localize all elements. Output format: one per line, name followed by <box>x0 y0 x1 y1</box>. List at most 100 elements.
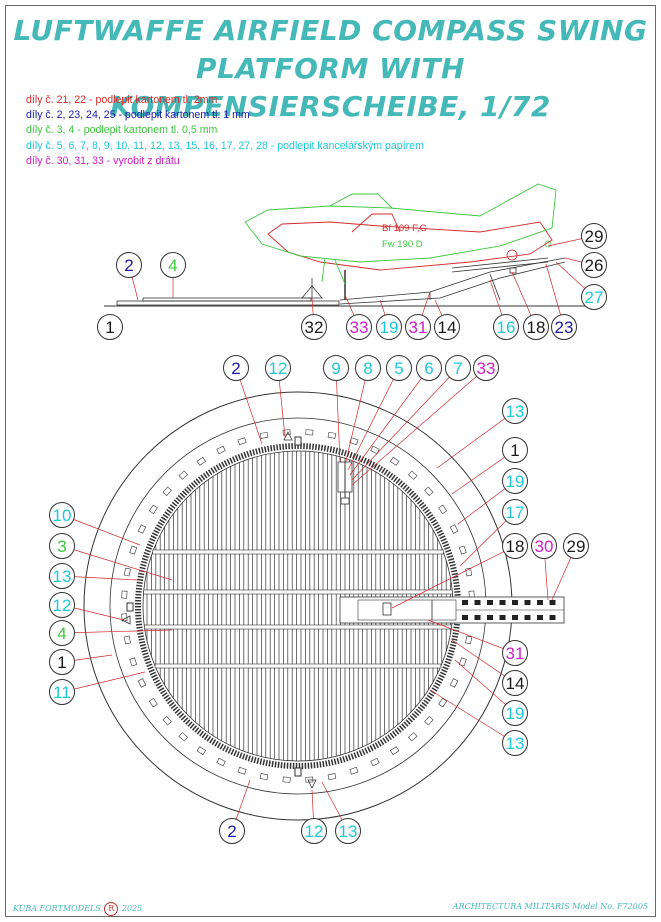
rim-block <box>237 437 247 446</box>
rim-block <box>137 524 147 534</box>
footer-right: ARCHITECTURA MILITARIS Model No. F72005 <box>452 902 648 911</box>
assembly-notes: díly č. 21, 22 - podlepit kartonem tl. 2… <box>26 93 424 169</box>
callout-number: 13 <box>506 402 525 421</box>
callout-29: 29 <box>581 223 607 249</box>
rim-block <box>216 757 226 767</box>
rim-block <box>327 431 337 439</box>
callout-number: 9 <box>331 359 340 378</box>
callout-number: 19 <box>506 704 525 723</box>
callout-number: 18 <box>527 318 546 337</box>
rim-block <box>162 486 172 496</box>
callout-26: 26 <box>581 252 607 278</box>
callout-number: 2 <box>227 822 236 841</box>
rim-block <box>129 657 138 667</box>
leader-line <box>351 367 459 481</box>
cross-beam <box>143 589 453 595</box>
stud <box>499 615 506 620</box>
leader-line <box>335 367 341 463</box>
page-border <box>5 5 656 917</box>
callout-number: 32 <box>305 318 324 337</box>
stud <box>549 615 556 620</box>
rim-block <box>259 773 269 781</box>
leader-line <box>235 367 263 445</box>
page-title: LUFTWAFFE AIRFIELD COMPASS SWING PLATFOR… <box>0 12 661 126</box>
stud <box>474 600 481 605</box>
callout-32: 32 <box>301 314 327 340</box>
callout-14: 14 <box>434 314 460 340</box>
cross-beam <box>154 663 442 669</box>
callout-9: 9 <box>323 355 349 381</box>
callout-16: 16 <box>493 314 519 340</box>
callout-27: 27 <box>581 284 607 310</box>
callout-33: 33 <box>473 355 499 381</box>
rim-block <box>438 504 448 515</box>
note-line: díly č. 2, 23, 24, 25 - podlepit kartone… <box>26 109 250 122</box>
callout-31: 31 <box>502 640 528 666</box>
callout-number: 31 <box>506 644 525 663</box>
title-line-2: KOMPENSIERSCHEIBE, 1/72 <box>110 90 551 123</box>
callout-number: 33 <box>477 359 496 378</box>
callout-1: 1 <box>502 437 528 463</box>
rim-block <box>196 456 207 466</box>
callout-4: 4 <box>49 620 75 646</box>
rim-block <box>121 590 128 599</box>
stud <box>487 600 493 605</box>
callout-13: 13 <box>502 730 528 756</box>
callout-number: 29 <box>585 227 604 246</box>
rim-block <box>424 716 434 726</box>
rim-block <box>327 773 337 781</box>
rim-block <box>408 732 418 742</box>
callout-number: 29 <box>567 537 586 556</box>
rim-block <box>424 486 434 496</box>
rim-block <box>305 429 314 436</box>
leader-line <box>61 545 173 581</box>
title-line-1: LUFTWAFFE AIRFIELD COMPASS SWING PLATFOR… <box>13 14 648 85</box>
note-line: díly č. 3, 4 - podlepit kartonem tl. 0,5… <box>26 124 218 137</box>
stud <box>524 600 531 605</box>
footer-left: KUBA FORTMODELS R 2025 <box>13 902 142 916</box>
rim-block <box>148 504 158 515</box>
rim-block <box>408 470 418 480</box>
rim-block <box>458 657 467 667</box>
callout-30: 30 <box>531 533 557 559</box>
callout-number: 26 <box>585 256 604 275</box>
callout-10: 10 <box>49 502 75 528</box>
callout-number: 13 <box>53 567 72 586</box>
callout-14: 14 <box>502 670 528 696</box>
callout-number: 10 <box>53 506 72 525</box>
callout-number: 2 <box>124 256 133 275</box>
callout-number: 18 <box>506 537 525 556</box>
callout-number: 19 <box>506 472 525 491</box>
callout-1: 1 <box>49 649 75 675</box>
leader-line <box>349 367 430 476</box>
leader-line <box>454 659 516 714</box>
callout-number: 13 <box>339 822 358 841</box>
note-line: díly č. 5, 6, 7, 8, 9, 10, 11, 12, 13, 1… <box>26 139 424 152</box>
callout-29: 29 <box>563 533 589 559</box>
callout-number: 8 <box>363 359 372 378</box>
rim-block <box>349 766 359 775</box>
rim-block <box>123 635 131 645</box>
callout-33: 33 <box>346 314 372 340</box>
callout-5: 5 <box>386 355 412 381</box>
leader-line <box>344 367 369 466</box>
rim-block <box>370 757 380 767</box>
leader-line <box>61 514 141 546</box>
callout-31: 31 <box>405 314 431 340</box>
callout-2: 2 <box>219 818 245 844</box>
rim-block <box>123 567 131 577</box>
fw190-label: Fw 190 D <box>382 239 423 250</box>
callout-18: 18 <box>523 314 549 340</box>
callout-number: 33 <box>350 318 369 337</box>
leader-line <box>429 689 516 744</box>
cross-beam <box>152 549 444 555</box>
callout-number: 17 <box>506 503 525 522</box>
callout-number: 14 <box>506 674 525 693</box>
callout-8: 8 <box>355 355 381 381</box>
top-view <box>83 391 565 821</box>
rim-block <box>196 746 207 756</box>
rim-block <box>458 545 467 555</box>
callout-number: 1 <box>57 653 66 672</box>
leader-line <box>436 410 516 469</box>
